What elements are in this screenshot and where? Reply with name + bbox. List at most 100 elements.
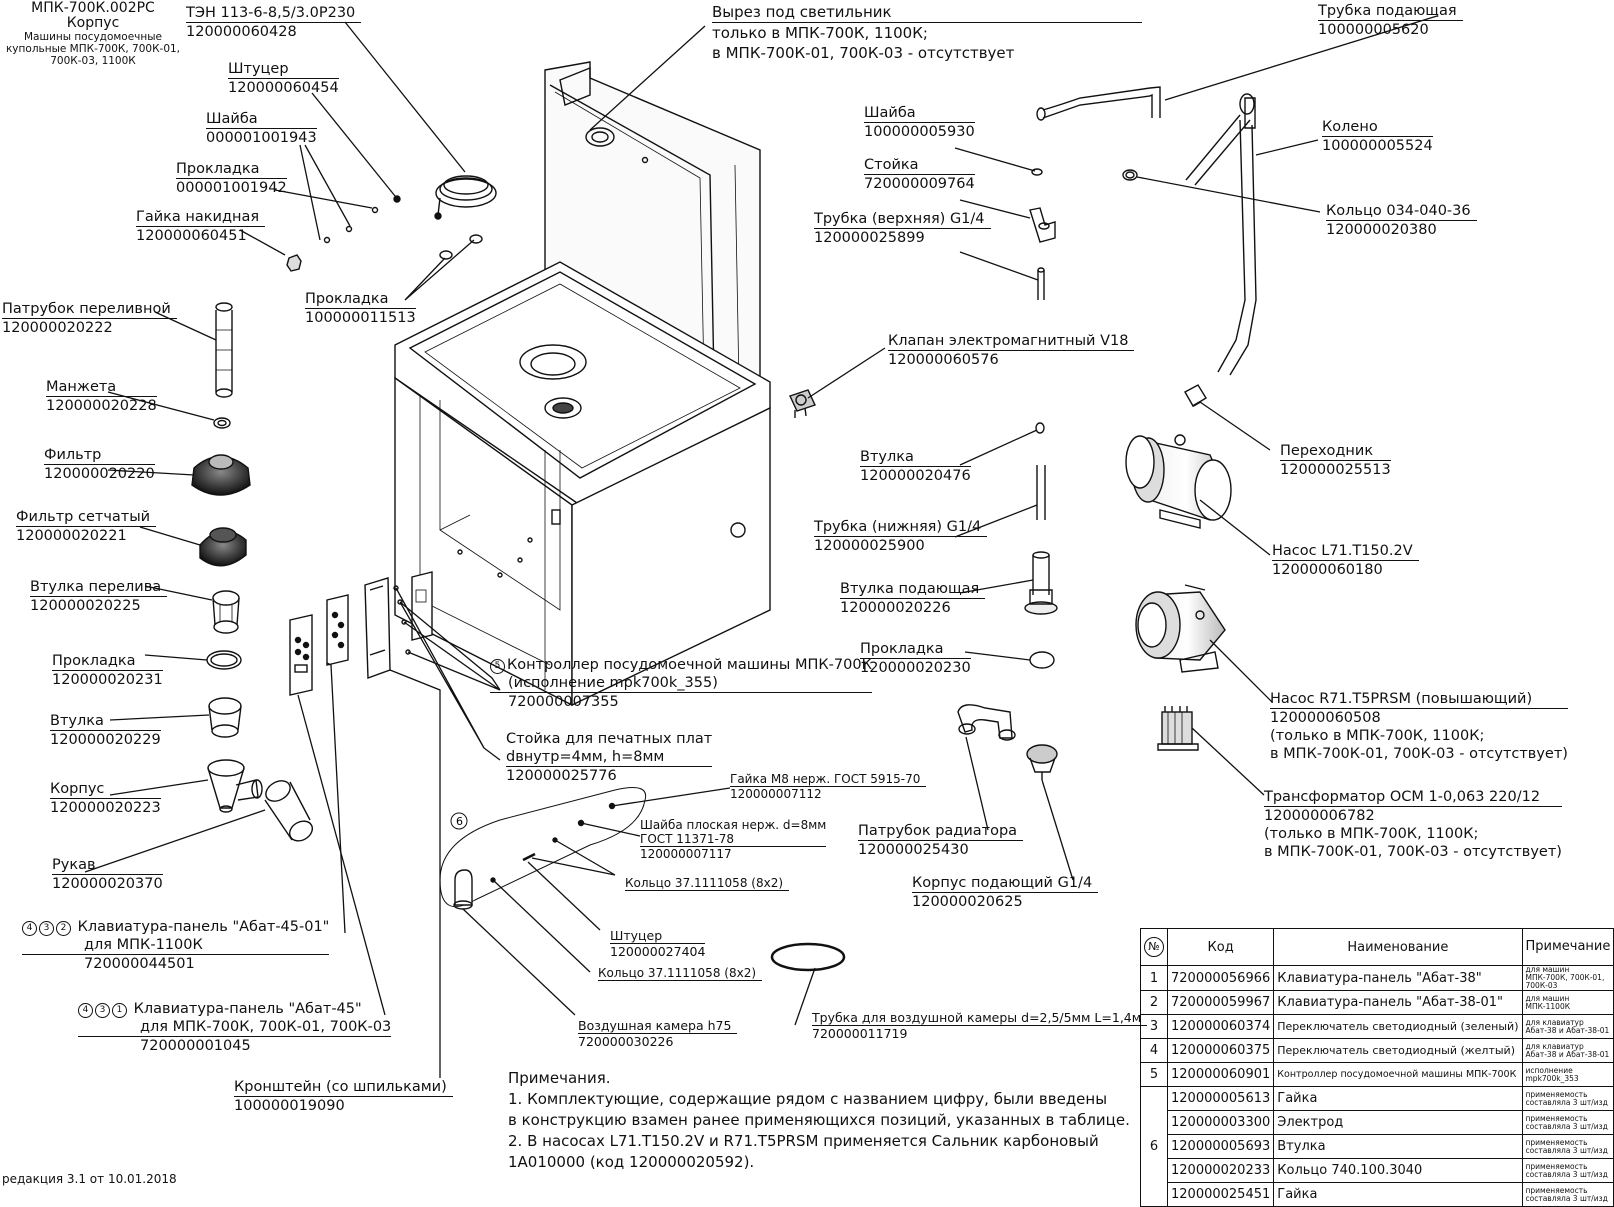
label-kronshtein: Кронштейн (со шпильками)100000019090 [234, 1078, 453, 1115]
notes-line: 1. Комплектующие, содержащие рядом с наз… [508, 1090, 1108, 1108]
air-chamber [439, 787, 647, 910]
label-vyrez: Вырез под светильник только в МПК-700К, … [712, 2, 1142, 63]
filter [191, 454, 251, 496]
hose-sleeve [264, 780, 314, 842]
keyboard-panel-45 [289, 614, 313, 696]
label-kolco-37-b: Кольцо 37.1111058 (8х2) [598, 966, 763, 981]
cabinet-body [394, 61, 771, 707]
revision-note: редакция 3.1 от 10.01.2018 [2, 1172, 177, 1186]
bracket [364, 577, 391, 679]
label-stoika-plat: Стойка для печатных плат dвнутр=4мм, h=8… [506, 731, 713, 784]
assembly-name: Корпус [66, 15, 120, 31]
notes-line: 1А010000 (код 120000020592). [508, 1153, 755, 1171]
bushing [208, 697, 242, 738]
adapter [1184, 384, 1207, 407]
supply-tube [1036, 86, 1161, 121]
exploded-diagram: 6 [84, 15, 1438, 1078]
air-tube-coil [770, 942, 846, 972]
notes-line: в конструкцию взамен ранее применяющихся… [508, 1111, 1130, 1129]
leader-lines [84, 15, 1438, 1078]
supply-bushing [1024, 551, 1058, 615]
title-block: МПК-700К.002РС Корпус Машины посудомоечн… [2, 0, 184, 67]
mesh-filter [199, 527, 247, 567]
elbow-pipe [1185, 93, 1257, 376]
notes-line: 2. В насосах L71.T150.2V и R71.T5PRSM пр… [508, 1132, 1099, 1150]
controller-board [411, 571, 433, 641]
supply-body [1026, 744, 1058, 780]
heater-coil [434, 175, 497, 220]
solenoid-valve [789, 389, 816, 418]
callout-6-circle: 6 [456, 815, 463, 828]
pump-l71 [1125, 434, 1232, 529]
notes-block: Примечания. 1. Комплектующие, содержащие… [508, 1068, 1130, 1173]
overflow-pipe [215, 302, 233, 398]
label-kolco-37-a: Кольцо 37.1111058 (8х2) [625, 876, 790, 891]
assembly-subtitle: Машины посудомоечные купольные МПК-700К,… [5, 31, 181, 67]
label-nasos-r71: Насос R71.T5PRSM (повышающий)12000006050… [1270, 691, 1568, 762]
table-header-row: № Код Наименование Примечание [1140, 928, 1614, 966]
transformer [1157, 706, 1199, 751]
notes-heading: Примечания. [508, 1069, 611, 1087]
pump-r71 [1135, 584, 1226, 673]
header-note: Примечание [1521, 928, 1614, 966]
drain-body [207, 759, 263, 813]
label-trubka-vozd: Трубка для воздушной камеры d=2,5/5мм L=… [812, 1010, 1148, 1041]
rack-fitting [1029, 207, 1056, 243]
keyboard-panel-45-01 [326, 594, 349, 666]
overflow-sleeve [212, 590, 240, 634]
header-name: Наименование [1273, 928, 1523, 966]
radiator-elbow [957, 704, 1016, 741]
header-code: Код [1166, 928, 1275, 966]
doc-number: МПК-700К.002РС [31, 0, 155, 16]
